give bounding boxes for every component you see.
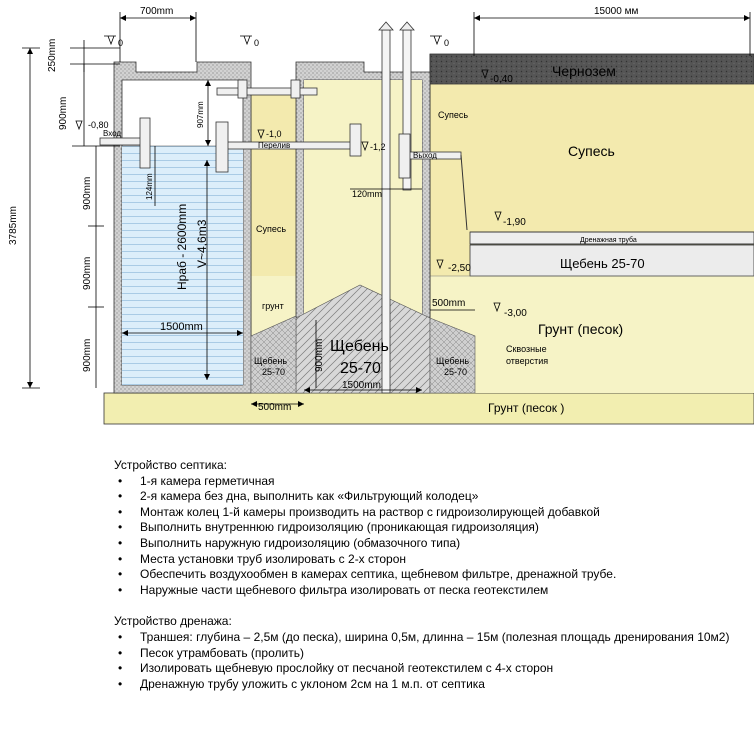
list-item: Выполнить внутреннюю гидроизоляцию (прон… xyxy=(114,520,744,536)
label-gravel-right-1: Щебень xyxy=(436,356,469,366)
label-outlet: Выход xyxy=(413,151,437,160)
drain-notes-title: Устройство дренажа: xyxy=(114,614,232,629)
level-marker-10 xyxy=(257,129,265,140)
level-minus-040: -0,40 xyxy=(490,74,513,85)
label-gravel-left-1: Щебень xyxy=(254,356,287,366)
gravel-left-column xyxy=(250,315,297,394)
level-0c: 0 xyxy=(444,38,449,48)
vent-cap-1 xyxy=(378,21,394,31)
level-0b: 0 xyxy=(254,38,259,48)
gravel-right-column xyxy=(429,317,476,394)
sandy-loam-left xyxy=(251,88,296,276)
tank-water xyxy=(122,146,243,385)
level-marker-0c xyxy=(430,35,442,46)
dim-907: 907mm xyxy=(196,101,205,128)
label-gravel-right-2: 25-70 xyxy=(444,367,467,377)
dim-124: 124mm xyxy=(145,173,154,200)
list-item: 1-я камера герметичная xyxy=(114,474,744,490)
level-marker-250 xyxy=(436,259,444,270)
level-minus-300: -3,00 xyxy=(504,308,527,319)
trench-gravel-layer xyxy=(469,244,754,277)
level-0a: 0 xyxy=(118,38,123,48)
label-gravel-center-1: Щебень xyxy=(330,338,389,355)
list-item: Наружные части щебневого фильтра изолиро… xyxy=(114,583,744,599)
dim-tank-width: 1500mm xyxy=(160,321,203,333)
inlet-pipe xyxy=(99,137,146,146)
list-item: Обеспечить воздухообмен в камерах септик… xyxy=(114,567,744,583)
dim-trench-length: 15000 мм xyxy=(594,6,638,17)
level-minus-250: -2,50 xyxy=(448,263,471,274)
level-marker-0b xyxy=(240,35,252,46)
label-volume: V~4,6m3 xyxy=(195,219,209,268)
label-ground-small: грунт xyxy=(262,301,284,311)
list-item: Места установки труб изолировать с 2-х с… xyxy=(114,552,744,568)
dim-900-c: 900mm xyxy=(82,257,93,290)
level-marker-12 xyxy=(361,141,369,152)
vent-cap-2 xyxy=(399,21,415,31)
dim-250: 250mm xyxy=(47,39,58,72)
dim-900-a: 900mm xyxy=(58,97,69,130)
label-gravel-right: Щебень 25-70 xyxy=(560,256,645,271)
label-overflow: Перелив xyxy=(258,141,290,150)
list-item: Песок утрамбовать (пролить) xyxy=(114,646,744,662)
label-sandy-loam-small-2: Супесь xyxy=(256,224,286,234)
septic-notes-list: 1-я камера герметичная 2-я камера без дн… xyxy=(114,474,744,599)
dim-wall-500: 500mm xyxy=(258,402,291,413)
overflow-tee-right xyxy=(349,123,362,157)
label-gravel-left-2: 25-70 xyxy=(262,367,285,377)
dim-top-width: 700mm xyxy=(140,6,173,17)
level-minus-190: -1,90 xyxy=(503,217,526,228)
dim-filter-900: 900mm xyxy=(314,339,325,372)
drain-notes-list: Траншея: глубина – 2,5м (до песка), шири… xyxy=(114,630,744,692)
level-marker-300 xyxy=(493,302,501,313)
septic-notes-title: Устройство септика: xyxy=(114,458,228,472)
top-pipe-riser-right xyxy=(290,79,301,99)
label-holes-1: Сквозные xyxy=(506,344,547,354)
level-marker-080 xyxy=(75,120,83,131)
label-inlet: Вход xyxy=(103,129,121,138)
list-item: Монтаж колец 1-й камеры производить на р… xyxy=(114,505,744,521)
top-pipe-riser-left xyxy=(237,79,248,99)
level-minus-080: -0,80 xyxy=(88,120,109,130)
inlet-tee xyxy=(139,117,151,169)
label-drain-pipe: Дренажная труба xyxy=(580,236,637,244)
bottom-sand-layer xyxy=(103,392,754,425)
notes-section: Устройство септика: 1-я камера герметичн… xyxy=(114,458,744,692)
label-sandy-loam-big: Супесь xyxy=(568,143,615,159)
label-sand-right: Грунт (песок) xyxy=(538,321,623,337)
dim-filter-width: 1500mm xyxy=(342,380,381,391)
dim-900-b: 900mm xyxy=(82,177,93,210)
list-item: Траншея: глубина – 2,5м (до песка), шири… xyxy=(114,630,744,646)
dim-120: 120mm xyxy=(352,189,382,199)
label-gravel-center-2: 25-70 xyxy=(340,360,381,377)
dim-900-d: 900mm xyxy=(82,339,93,372)
label-sand-bottom: Грунт (песок ) xyxy=(488,401,564,415)
level-marker-0a xyxy=(104,35,116,46)
label-chernozem: Чернозем xyxy=(552,63,616,79)
level-minus-12: -1,2 xyxy=(370,142,386,152)
top-pipe xyxy=(216,87,318,96)
label-sandy-loam-small-1: Супесь xyxy=(438,110,468,120)
chernozem-layer xyxy=(429,53,754,85)
label-work-height: Нраб - 2600mm xyxy=(175,204,189,290)
list-item: 2-я камера без дна, выполнить как «Фильт… xyxy=(114,489,744,505)
level-marker-190 xyxy=(494,211,502,222)
outlet-tee xyxy=(398,133,411,179)
overflow-tee-left xyxy=(215,121,229,173)
level-minus-10: -1,0 xyxy=(266,129,282,139)
outlet-link xyxy=(460,154,468,231)
list-item: Выполнить наружную гидроизоляцию (обмазо… xyxy=(114,536,744,552)
dim-total-height: 3785mm xyxy=(8,206,19,245)
level-marker-040 xyxy=(481,69,489,80)
list-item: Изолировать щебневую прослойку от песчан… xyxy=(114,661,744,677)
list-item: Дренажную трубу уложить с уклоном 2см на… xyxy=(114,677,744,693)
dim-side-500: 500mm xyxy=(432,298,465,309)
label-holes-2: отверстия xyxy=(506,356,548,366)
septic-section-drawing: 700mm 15000 мм 250mm 900mm 900mm 900mm 9… xyxy=(8,6,754,425)
